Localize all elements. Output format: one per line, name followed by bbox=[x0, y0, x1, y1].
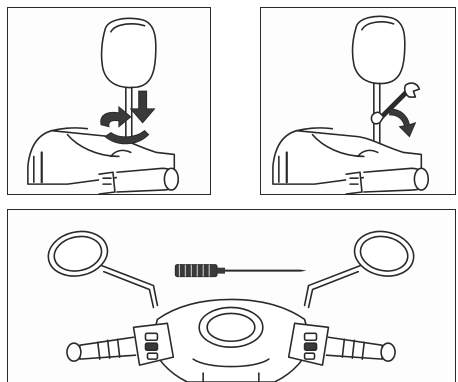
mirror-insert-illustration bbox=[27, 17, 180, 194]
handlebar-illustration bbox=[47, 230, 415, 382]
down-arrow-icon bbox=[129, 90, 156, 124]
right-grip bbox=[325, 336, 396, 362]
step-3-panel bbox=[7, 209, 456, 382]
step-2-panel bbox=[260, 7, 456, 195]
wrench-icon bbox=[370, 82, 421, 125]
mirror-head bbox=[351, 15, 406, 85]
screwdriver-icon bbox=[174, 264, 307, 278]
left-mirror bbox=[47, 230, 159, 309]
mirror-head bbox=[100, 17, 157, 89]
right-mirror bbox=[303, 230, 415, 309]
left-switch-block bbox=[132, 322, 175, 366]
rotate-arrow-icon bbox=[389, 108, 417, 138]
step-1-panel bbox=[7, 7, 211, 195]
rotate-arrow-icon bbox=[100, 105, 150, 145]
right-switch-block bbox=[287, 322, 330, 366]
left-grip bbox=[66, 336, 137, 362]
mirror-tighten-illustration bbox=[272, 15, 430, 194]
